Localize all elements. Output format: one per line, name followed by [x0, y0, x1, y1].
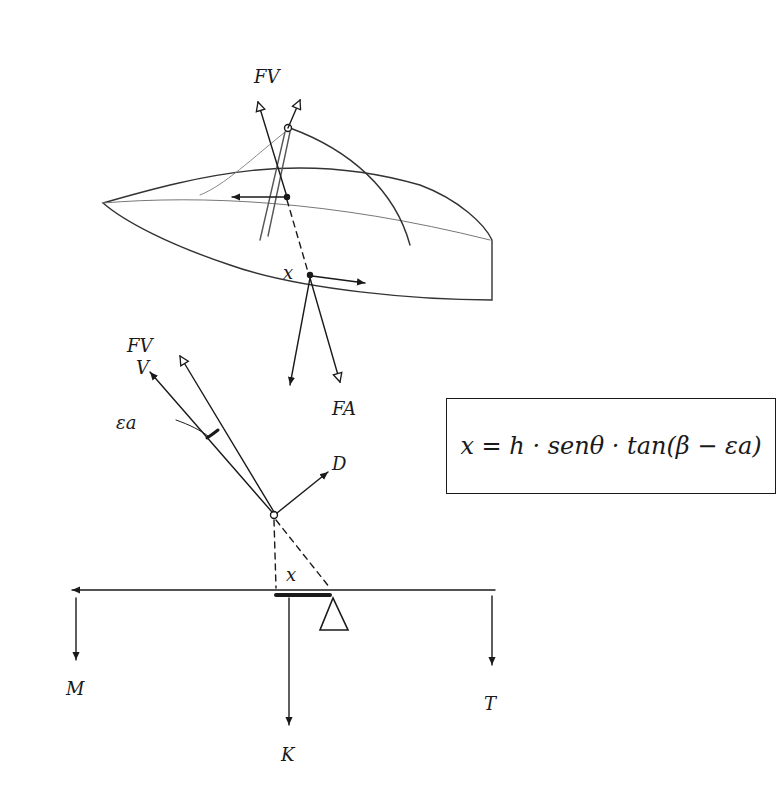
- force-label: FV: [254, 68, 280, 86]
- force-label: FV: [127, 337, 153, 355]
- force-label: K: [281, 746, 294, 764]
- moment-label: M: [66, 680, 84, 698]
- distance-label: x: [283, 264, 293, 282]
- force-label: D: [332, 455, 346, 473]
- formula-text: x = h · senθ · tan(β − εa): [460, 432, 761, 460]
- force-label: FA: [332, 400, 356, 418]
- formula-box: x = h · senθ · tan(β − εa): [446, 398, 776, 494]
- distance-label: x: [286, 566, 296, 584]
- angle-label: εa: [116, 414, 136, 432]
- force-label: T: [484, 695, 496, 713]
- velocity-label: V: [136, 359, 149, 377]
